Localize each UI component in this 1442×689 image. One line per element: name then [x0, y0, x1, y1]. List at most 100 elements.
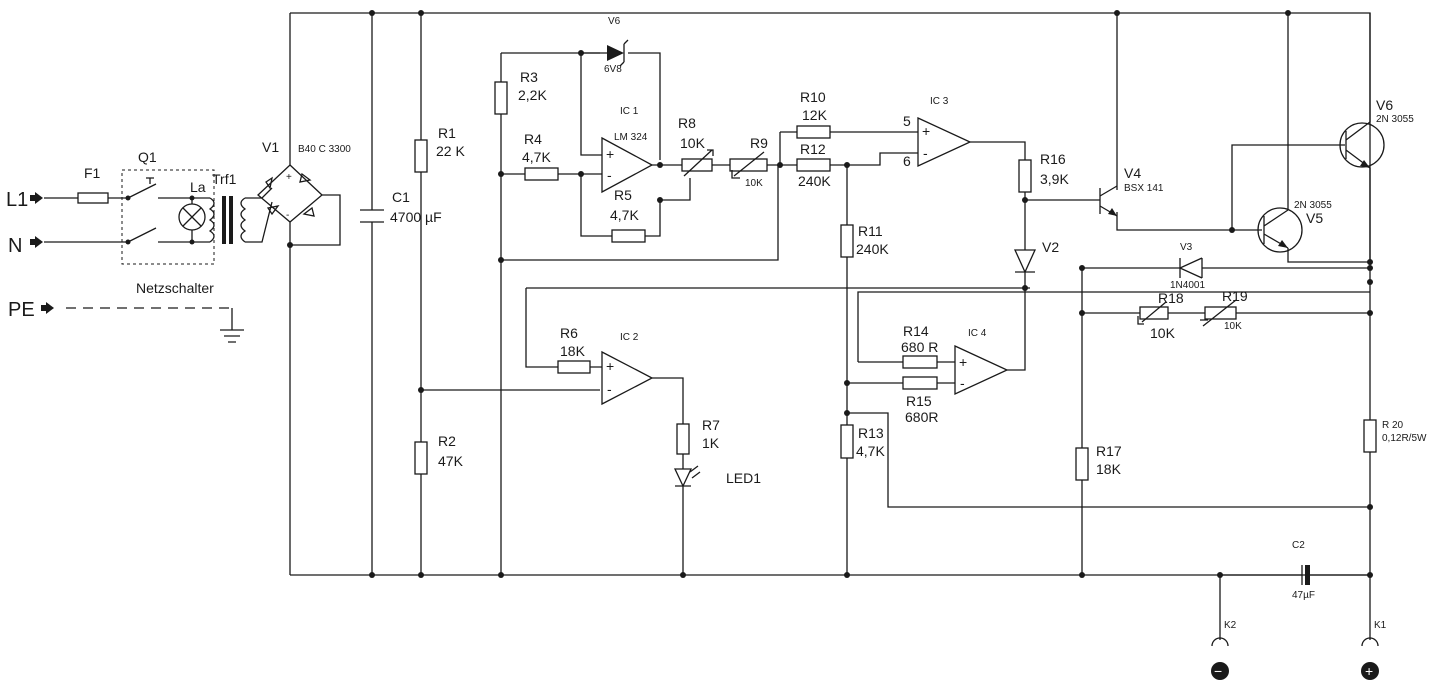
resistor-r13	[840, 424, 854, 459]
transistor-v6: V6 2N 3055	[1339, 97, 1414, 169]
r15-value: 680R	[905, 409, 938, 425]
ic2-minus: -	[607, 381, 612, 397]
r5-label: R5	[614, 187, 632, 203]
netzschalter-caption: Netzschalter	[136, 280, 214, 296]
r9-label: R9	[750, 135, 768, 151]
r18-label: R18	[1158, 290, 1184, 306]
r7-value: 1K	[702, 435, 720, 451]
fuse-f1	[77, 192, 109, 204]
resistor-r1	[414, 139, 428, 173]
ic1-plus: +	[606, 146, 614, 162]
resistor-r15	[902, 376, 938, 390]
switch-q1-label: Q1	[138, 149, 157, 165]
ic3-minus: -	[923, 145, 928, 161]
r20-label: R 20	[1382, 420, 1404, 431]
ic3-pin5: 5	[903, 113, 911, 129]
v2-label: V2	[1042, 239, 1059, 255]
v3-label: V3	[1180, 242, 1193, 253]
v3-part: 1N4001	[1170, 280, 1205, 291]
ic3-pin6: 6	[903, 153, 911, 169]
v5-part: 2N 3055	[1294, 200, 1332, 211]
r6-value: 18K	[560, 343, 586, 359]
zener-label: V6	[608, 16, 621, 27]
potentiometer-r8	[681, 149, 714, 177]
k1-label: K1	[1374, 620, 1387, 631]
capacitor-c1: C1 4700 µF	[360, 189, 442, 225]
v6t-part: 2N 3055	[1376, 114, 1414, 125]
lamp-label: La	[190, 179, 206, 195]
mains-input: L1 F1 N PE Q1 La Netzschalter	[6, 149, 273, 343]
n-label: N	[8, 235, 22, 257]
diode-v2	[1013, 249, 1037, 274]
ic1-label: IC 1	[620, 106, 639, 117]
pe-arrow-icon	[46, 302, 54, 314]
resistor-r12	[796, 158, 831, 172]
resistor-r3	[494, 81, 508, 115]
resistors: R1 22 K R2 47K R3 2,2K R4 4,7K R5 4,7K R…	[414, 69, 1427, 481]
diodes: V6 6V8 LED1 V2 V3 1N4001	[604, 16, 1205, 488]
rectifier-label: V1	[262, 139, 279, 155]
v4-label: V4	[1124, 165, 1141, 181]
r17-value: 18K	[1096, 461, 1122, 477]
bridge-rectifier-v1: + - V1 B40 C 3300	[257, 139, 351, 223]
r13-label: R13	[858, 425, 884, 441]
resistor-r11	[840, 224, 854, 258]
k2-label: K2	[1224, 620, 1237, 631]
ic1-part: LM 324	[614, 132, 648, 143]
r4-label: R4	[524, 131, 542, 147]
earth-ground-icon	[220, 329, 244, 343]
r12-label: R12	[800, 141, 826, 157]
r8-label: R8	[678, 115, 696, 131]
wiring	[289, 12, 1371, 640]
transformer-label: Trf1	[212, 171, 237, 187]
pe-label: PE	[8, 299, 35, 321]
r13-value: 4,7K	[856, 443, 885, 459]
c1-value: 4700 µF	[390, 209, 442, 225]
r5-value: 4,7K	[610, 207, 639, 223]
r7-label: R7	[702, 417, 720, 433]
transistor-v4: V4 BSX 141	[1099, 165, 1164, 217]
r2-label: R2	[438, 433, 456, 449]
r18-value: 10K	[1150, 325, 1176, 341]
resistor-r6	[557, 360, 591, 374]
ic4-label: IC 4	[968, 328, 987, 339]
c1-label: C1	[392, 189, 410, 205]
r19-value: 10K	[1224, 321, 1242, 332]
resistor-r4	[524, 167, 559, 181]
led1-icon	[673, 465, 701, 488]
switch-q1-box	[121, 169, 215, 265]
transformer-icon	[208, 196, 247, 244]
svg-text:+: +	[286, 172, 292, 183]
ic1-minus: -	[607, 167, 612, 183]
l1-label: L1	[6, 189, 28, 211]
capacitor-c2: C2 47µF	[1292, 540, 1315, 601]
transistor-v5: 2N 3055 V5	[1257, 200, 1332, 253]
resistor-r14	[902, 355, 938, 369]
r14-label: R14	[903, 323, 929, 339]
c2-value: 47µF	[1292, 590, 1315, 601]
r16-value: 3,9K	[1040, 171, 1069, 187]
terminal-k2: K2 −	[1211, 620, 1237, 680]
ic2-plus: +	[606, 358, 614, 374]
svg-text:-: -	[286, 210, 289, 221]
fuse-f1-label: F1	[84, 165, 101, 181]
r20-value: 0,12R/5W	[1382, 433, 1427, 444]
r4-value: 4,7K	[522, 149, 551, 165]
r1-label: R1	[438, 125, 456, 141]
r11-value: 240K	[856, 241, 889, 257]
r1-value: 22 K	[436, 143, 465, 159]
k1-symbol: +	[1365, 663, 1373, 679]
resistor-r20	[1363, 419, 1377, 453]
v6t-label: V6	[1376, 97, 1393, 113]
ic2-label: IC 2	[620, 332, 639, 343]
ic3-plus: +	[922, 123, 930, 139]
r10-label: R10	[800, 89, 826, 105]
minus-icon	[1211, 662, 1229, 680]
r15-label: R15	[906, 393, 932, 409]
r8-value: 10K	[680, 135, 706, 151]
opamp-ic2: + - IC 2	[601, 332, 654, 406]
c2-label: C2	[1292, 540, 1305, 551]
plus-icon	[1361, 662, 1379, 680]
k2-symbol: −	[1214, 663, 1222, 679]
